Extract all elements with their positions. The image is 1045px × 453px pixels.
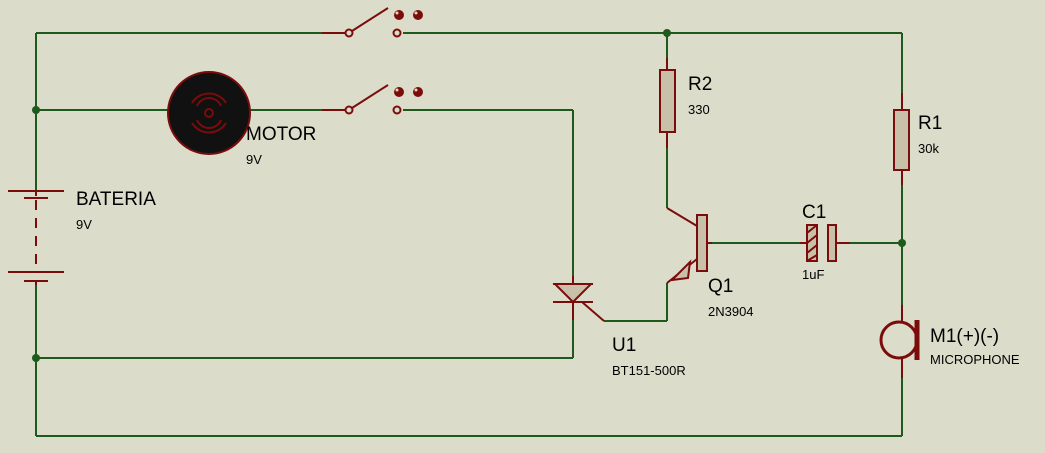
- junctions: [32, 29, 906, 362]
- wires: [35, 32, 903, 437]
- r2-name: R2: [688, 74, 712, 95]
- motor-name: MOTOR: [246, 124, 316, 145]
- u1-value: BT151-500R: [612, 363, 686, 378]
- battery-value: 9V: [76, 217, 92, 232]
- microphone-icon: [879, 305, 920, 378]
- switch-motor-icon[interactable]: [322, 84, 423, 115]
- junction-dot: [32, 354, 40, 362]
- c1-value: 1uF: [802, 267, 824, 282]
- motor-icon: [167, 71, 251, 155]
- m1-value: MICROPHONE: [930, 352, 1020, 367]
- r2-value: 330: [688, 102, 710, 117]
- scr-icon: [552, 276, 605, 322]
- switch-top-icon[interactable]: [322, 7, 423, 38]
- junction-dot: [663, 29, 671, 37]
- r2-resistor: [659, 58, 676, 148]
- junction-dot: [898, 239, 906, 247]
- r1-value: 30k: [918, 141, 939, 156]
- junction-dot: [32, 106, 40, 114]
- u1-name: U1: [612, 335, 636, 356]
- m1-name: M1(+)(-): [930, 326, 999, 347]
- q1-value: 2N3904: [708, 304, 754, 319]
- motor-value: 9V: [246, 152, 262, 167]
- battery-name: BATERIA: [76, 189, 156, 210]
- npn-transistor-icon: [666, 207, 712, 284]
- r1-resistor: [893, 93, 910, 185]
- q1-name: Q1: [708, 276, 733, 297]
- battery-icon: [8, 190, 64, 285]
- c1-name: C1: [802, 202, 826, 223]
- capacitor-icon: [800, 224, 850, 262]
- r1-name: R1: [918, 113, 942, 134]
